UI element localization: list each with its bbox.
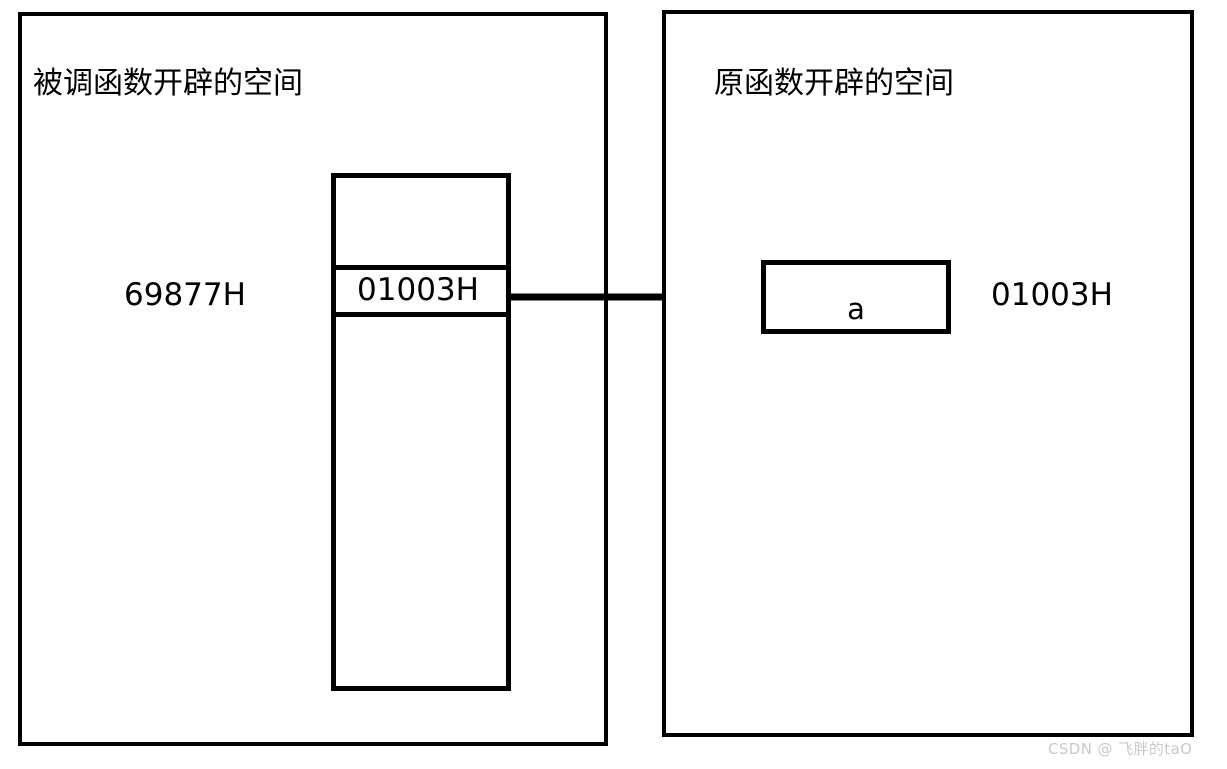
- caller-frame-panel: [662, 10, 1194, 737]
- callee-stack-column: 01003H: [331, 173, 511, 691]
- caller-frame-title: 原函数开辟的空间: [714, 66, 954, 101]
- callee-frame-title: 被调函数开辟的空间: [33, 66, 303, 101]
- stack-cell-pointer-value-text: 01003H: [357, 271, 479, 308]
- callee-frame-panel: [18, 12, 608, 746]
- variable-box-a-label: a: [847, 292, 865, 326]
- stack-cell-empty-bottom: [336, 317, 506, 686]
- caller-address-label: 01003H: [991, 277, 1113, 313]
- stack-cell-pointer-value: 01003H: [336, 270, 506, 317]
- stack-cell-empty-top: [336, 178, 506, 270]
- callee-address-label: 69877H: [124, 277, 246, 313]
- variable-box-a: a: [761, 260, 951, 334]
- csdn-watermark: CSDN @ 飞胖的taO: [1048, 740, 1193, 758]
